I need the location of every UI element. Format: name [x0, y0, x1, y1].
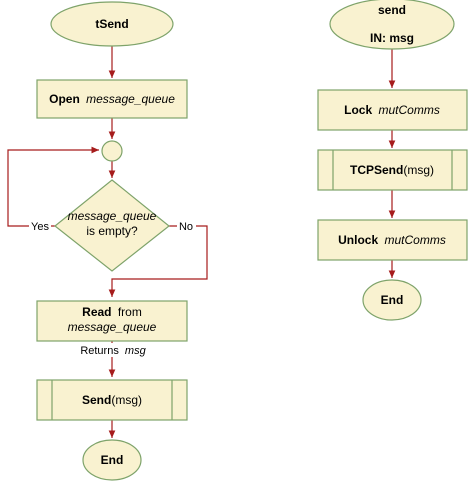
unlock-verb: Unlock — [338, 233, 378, 247]
read-verb: Read — [82, 305, 111, 319]
returns-prefix: Returns — [80, 345, 119, 357]
unlock-step: Unlock mutComms — [317, 219, 468, 261]
yes-edge-label: Yes — [29, 219, 51, 233]
returns-annotation-text: Returns msg — [80, 345, 146, 357]
tcpsend-subprocess-text: TCPSend(msg) — [350, 163, 434, 177]
open-queue-step-text: Open message_queue — [49, 92, 175, 106]
read-from: from — [118, 305, 142, 319]
send-args: (msg) — [111, 393, 142, 407]
no-edge-label: No — [177, 219, 196, 233]
start-node-send-title: send — [378, 3, 406, 17]
read-queue-line-1: Read from — [82, 305, 142, 319]
end-node-left-label: End — [101, 453, 124, 467]
decision-line-1: message_queue — [68, 209, 157, 223]
send-subprocess: Send(msg) — [36, 379, 188, 421]
read-queue-step: Read from message_queue — [36, 300, 188, 342]
end-node-right-label: End — [381, 293, 404, 307]
lock-step-text: Lock mutComms — [344, 103, 440, 117]
send-subprocess-text: Send(msg) — [82, 393, 142, 407]
end-node-left: End — [82, 439, 142, 481]
lock-object: mutComms — [379, 103, 440, 117]
read-queue-object: message_queue — [68, 320, 157, 334]
decision-line-2: is empty? — [86, 224, 138, 238]
yes-label-text: Yes — [31, 221, 49, 233]
unlock-step-text: Unlock mutComms — [338, 233, 446, 247]
lock-step: Lock mutComms — [317, 89, 468, 131]
send-name: Send — [82, 393, 111, 407]
queue-empty-decision: message_queue is empty? — [54, 179, 170, 272]
end-node-right: End — [362, 279, 422, 321]
open-queue-object: message_queue — [86, 92, 175, 106]
start-node-tsend-label: tSend — [95, 17, 128, 31]
loop-junction — [101, 140, 123, 162]
tcpsend-subprocess: TCPSend(msg) — [317, 149, 468, 191]
start-node-send: send IN: msg — [329, 0, 455, 50]
returns-value: msg — [125, 345, 147, 357]
tcpsend-args: (msg) — [403, 163, 434, 177]
lock-verb: Lock — [344, 103, 372, 117]
no-label-text: No — [179, 221, 193, 233]
open-queue-verb: Open — [49, 92, 80, 106]
returns-annotation: Returns msg — [78, 343, 148, 357]
tcpsend-name: TCPSend — [350, 163, 403, 177]
start-node-tsend: tSend — [50, 1, 174, 47]
unlock-object: mutComms — [385, 233, 446, 247]
open-queue-step: Open message_queue — [36, 79, 188, 119]
start-node-send-param: IN: msg — [370, 31, 414, 45]
